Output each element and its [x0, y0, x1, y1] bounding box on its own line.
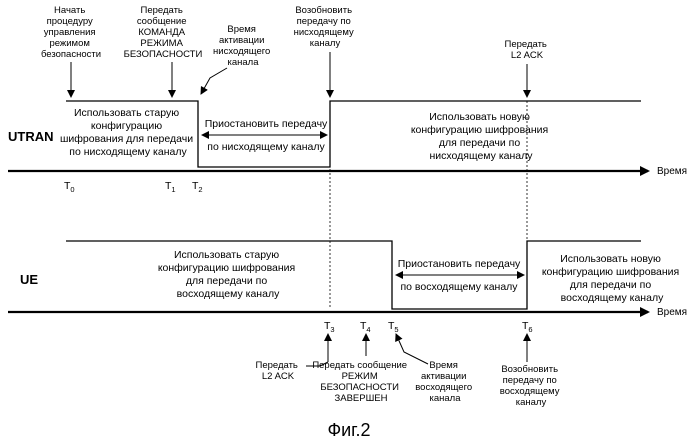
utran-phase-new: Использовать новую конфигурацию шифрован…	[411, 111, 551, 162]
ue-phase-suspend: Приостановить передачу по восходящему ка…	[396, 258, 524, 293]
phase-text: Приостановить передачу	[398, 258, 521, 270]
phase-text: по восходящему каналу	[400, 281, 518, 293]
annotation-text: Передать сообщение КОМАНДА РЕЖИМА БЕЗОПА…	[124, 5, 203, 60]
annotation-text: Передать сообщение РЕЖИМ БЕЗОПАСНОСТИ ЗА…	[312, 360, 409, 404]
time-mark-t4: T4	[360, 320, 371, 334]
ue-phase-old: Использовать старую конфигурацию шифрова…	[158, 249, 298, 300]
annotation-text: Возобновить передачу по восходящему кана…	[500, 364, 562, 408]
utran-time-marks: T0 T1 T2	[64, 180, 203, 194]
ue-annotation-resume: Возобновить передачу по восходящему кана…	[500, 334, 562, 408]
utran-annotation-send-command: Передать сообщение КОМАНДА РЕЖИМА БЕЗОПА…	[124, 5, 203, 97]
time-mark-t6: T6	[522, 320, 533, 334]
ue-time-marks: T3 T4 T5 T6	[324, 320, 533, 334]
utran-axis-label: Время	[657, 166, 687, 177]
ue-axis-arrowhead	[640, 307, 650, 317]
utran-annotation-activation: Время активации нисходящего канала	[201, 24, 273, 94]
utran-annotation-ack: Передать L2 ACK	[504, 39, 549, 97]
annotation-text: Возобновить передачу по нисходящему кана…	[294, 5, 357, 49]
annotation-text: Начать процедуру управления режимом безо…	[41, 5, 101, 60]
utran-annotation-resume: Возобновить передачу по нисходящему кана…	[294, 5, 357, 97]
annotation-text: Время активации нисходящего канала	[213, 24, 273, 68]
time-mark-t5: T5	[388, 320, 399, 334]
utran-phase-old: Использовать старую конфигурацию шифрова…	[60, 107, 196, 158]
ue-phase-new: Использовать новую конфигурацию шифрован…	[542, 253, 682, 304]
annotation-text: Передать L2 ACK	[504, 39, 549, 61]
utran-phase-suspend: Приостановить передачу по нисходящему ка…	[202, 118, 328, 153]
phase-text: Приостановить передачу	[205, 118, 328, 130]
phase-text: по нисходящему каналу	[207, 141, 325, 153]
time-mark-t1: T1	[165, 180, 176, 194]
annotation-arrow	[201, 68, 227, 94]
annotation-text: Передать L2 ACK	[255, 360, 300, 382]
annotation-text: Время активации восходящего канала	[415, 360, 475, 404]
row-label-ue: UE	[20, 272, 38, 287]
row-label-utran: UTRAN	[8, 129, 54, 144]
utran-axis-arrowhead	[640, 166, 650, 176]
time-mark-t2: T2	[192, 180, 203, 194]
utran-annotation-start: Начать процедуру управления режимом безо…	[41, 5, 101, 97]
ue-axis-label: Время	[657, 307, 687, 318]
ue-annotation-complete: Передать сообщение РЕЖИМ БЕЗОПАСНОСТИ ЗА…	[312, 334, 409, 404]
figure-caption: Фиг.2	[327, 420, 370, 440]
time-mark-t3: T3	[324, 320, 335, 334]
time-mark-t0: T0	[64, 180, 75, 194]
ue-annotation-ack: Передать L2 ACK	[255, 334, 328, 382]
